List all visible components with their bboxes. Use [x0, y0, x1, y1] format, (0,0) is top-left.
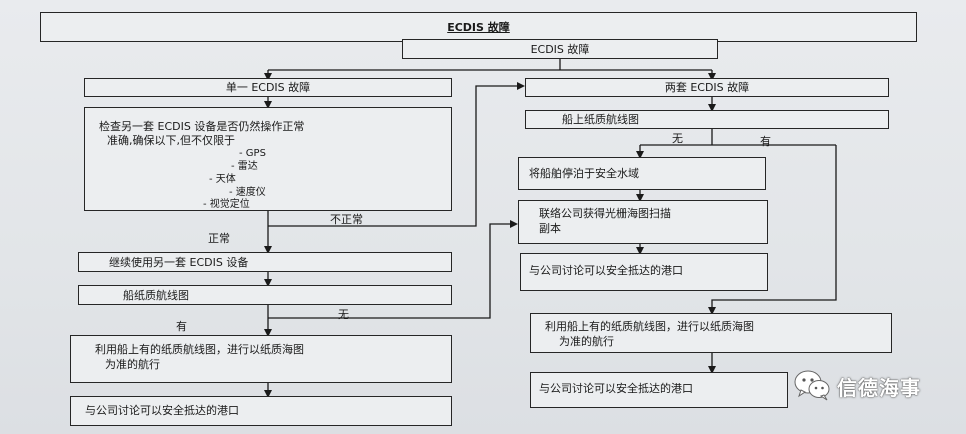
check-line-celestial: - 天体 [209, 173, 236, 185]
root-label: ECDIS 故障 [530, 43, 590, 56]
continue-node: 继续使用另一套 ECDIS 设备 [78, 252, 452, 272]
right-discuss-b-label: 与公司讨论可以安全抵达的港口 [539, 382, 693, 395]
check-line-visual: - 视觉定位 [203, 199, 250, 211]
watermark: 信德海事 [793, 366, 953, 406]
check-line-2: 准确,确保以下,但不仅限于 [107, 134, 235, 148]
single-failure-node: 单一 ECDIS 故障 [84, 78, 452, 97]
anchor-node: 将船舶停泊于安全水域 [518, 157, 766, 190]
contact-line-1: 联络公司获得光栅海图扫描 [539, 207, 671, 220]
right-discuss-b-node: 与公司讨论可以安全抵达的港口 [530, 372, 788, 408]
label-right-no: 无 [672, 132, 683, 145]
double-failure-node: 两套 ECDIS 故障 [525, 78, 889, 97]
label-left-yes: 有 [176, 320, 187, 333]
right-discuss-a-node: 与公司讨论可以安全抵达的港口 [520, 253, 768, 291]
connector-abnormal [268, 82, 525, 227]
continue-label: 继续使用另一套 ECDIS 设备 [109, 256, 249, 269]
page-title-box: ECDIS 故障 [40, 12, 917, 42]
right-discuss-a-label: 与公司讨论可以安全抵达的港口 [529, 264, 683, 277]
page-title: ECDIS 故障 [447, 21, 510, 34]
check-node: 检查另一套 ECDIS 设备是否仍然操作正常 准确,确保以下,但不仅限于 - G… [84, 107, 452, 211]
right-use-paper-line-1: 利用船上有的纸质航线图，进行以纸质海图 [545, 320, 754, 333]
label-abnormal: 不正常 [330, 213, 363, 226]
label-right-yes: 有 [760, 135, 771, 148]
check-line-log: - 速度仪 [229, 186, 266, 198]
label-left-no: 无 [338, 308, 349, 321]
connector-left-no [268, 220, 518, 319]
left-paper-charts-node: 船纸质航线图 [78, 285, 452, 305]
right-use-paper-line-2: 为准的航行 [559, 334, 614, 348]
right-paper-charts-label: 船上纸质航线图 [562, 113, 639, 126]
check-line-gps: - GPS [239, 148, 266, 160]
right-paper-charts-node: 船上纸质航线图 [525, 110, 889, 129]
contact-line-2: 副本 [539, 221, 561, 235]
left-use-paper-node: 利用船上有的纸质航线图，进行以纸质海图 为准的航行 [70, 335, 452, 383]
left-use-paper-line-2: 为准的航行 [105, 357, 160, 371]
left-use-paper-line-1: 利用船上有的纸质航线图，进行以纸质海图 [95, 343, 304, 356]
connector-right-yes [708, 145, 837, 315]
anchor-label: 将船舶停泊于安全水域 [529, 167, 639, 180]
label-normal: 正常 [208, 232, 230, 245]
contact-node: 联络公司获得光栅海图扫描 副本 [518, 200, 768, 244]
single-failure-label: 单一 ECDIS 故障 [225, 81, 311, 94]
left-paper-charts-label: 船纸质航线图 [123, 289, 189, 302]
root-node: ECDIS 故障 [402, 39, 718, 59]
right-use-paper-node: 利用船上有的纸质航线图，进行以纸质海图 为准的航行 [530, 313, 892, 353]
left-discuss-label: 与公司讨论可以安全抵达的港口 [85, 404, 239, 417]
watermark-text: 信德海事 [837, 376, 921, 400]
check-line-1: 检查另一套 ECDIS 设备是否仍然操作正常 [99, 120, 305, 133]
double-failure-label: 两套 ECDIS 故障 [664, 81, 750, 94]
left-discuss-node: 与公司讨论可以安全抵达的港口 [70, 396, 452, 426]
wechat-icon [794, 370, 830, 401]
check-line-radar: - 雷达 [231, 160, 258, 172]
